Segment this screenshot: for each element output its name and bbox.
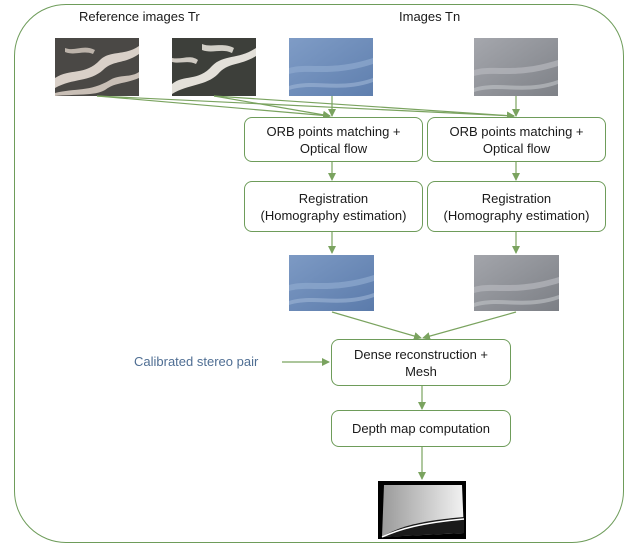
depth-map-image <box>378 481 466 539</box>
registered-image-2 <box>474 255 559 311</box>
orb-right-line-2: Optical flow <box>482 140 551 156</box>
dense-reconstruction-box: Dense reconstruction + Mesh <box>331 339 511 386</box>
orb-matching-box-right: ORB points matching + Optical flow <box>427 117 606 162</box>
image-tn-2 <box>474 38 558 96</box>
image-tn-1 <box>289 38 373 96</box>
reg-left-line-1: Registration <box>298 190 369 206</box>
registration-box-left: Registration (Homography estimation) <box>244 181 423 232</box>
reference-images-title: Reference images Tr <box>79 9 200 24</box>
reg-right-line-1: Registration <box>481 190 552 206</box>
depth-line-1: Depth map computation <box>351 421 491 436</box>
registered-image-1 <box>289 255 374 311</box>
orb-right-line-1: ORB points matching + <box>449 123 584 139</box>
depth-map-box: Depth map computation <box>331 410 511 447</box>
orb-matching-box-left: ORB points matching + Optical flow <box>244 117 423 162</box>
dense-line-2: Mesh <box>405 363 437 379</box>
orb-left-line-1: ORB points matching + <box>266 123 401 139</box>
reference-image-1 <box>55 38 139 96</box>
orb-left-line-2: Optical flow <box>299 140 368 156</box>
calibrated-stereo-pair-label: Calibrated stereo pair <box>134 354 259 369</box>
reg-left-line-2: (Homography estimation) <box>260 207 407 223</box>
reference-image-2 <box>172 38 256 96</box>
images-tn-title: Images Tn <box>399 9 461 24</box>
registration-box-right: Registration (Homography estimation) <box>427 181 606 232</box>
diagram-frame <box>14 4 624 543</box>
dense-line-1: Dense reconstruction + <box>353 346 489 362</box>
reg-right-line-2: (Homography estimation) <box>443 207 590 223</box>
